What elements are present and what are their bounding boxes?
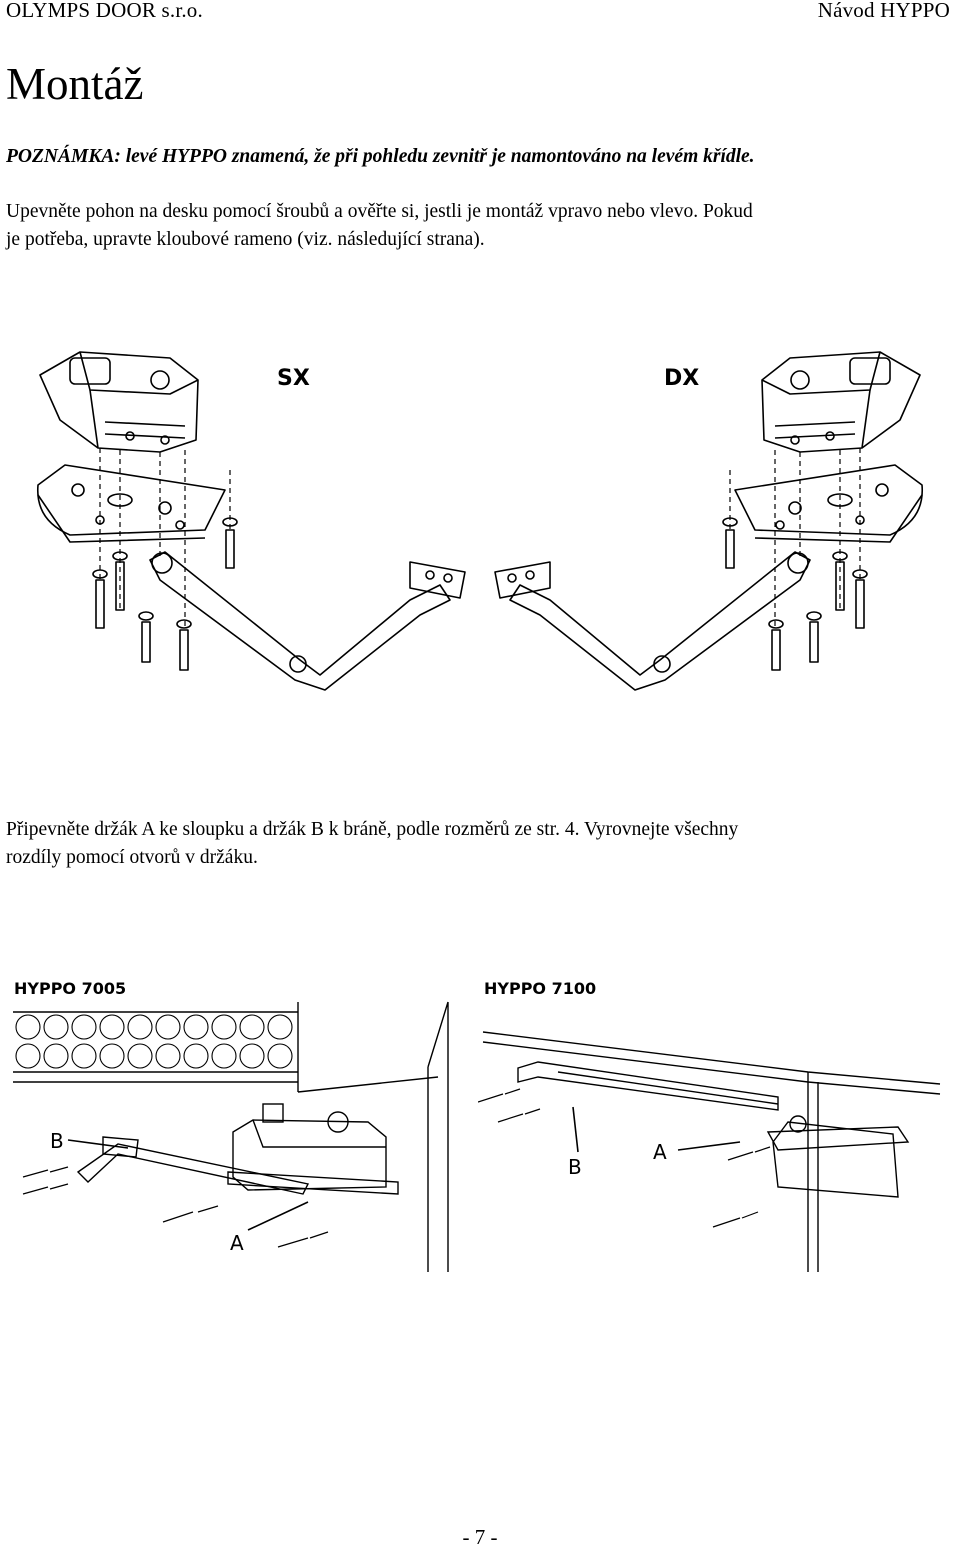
header-company: OLYMPS DOOR s.r.o.	[6, 0, 203, 22]
diagram-hyppo-7100: HYPPO 7100 B A	[478, 979, 941, 1272]
leader-lines-7005	[67, 1139, 309, 1231]
paragraph-line: Připevněte držák A ke sloupku a držák B …	[6, 819, 739, 840]
leader-lines-7100	[572, 1106, 741, 1153]
page-number: - 7 -	[462, 1525, 498, 1549]
mounting-plate-right	[734, 464, 923, 543]
screws-right	[722, 517, 868, 671]
gate-panel	[13, 1011, 298, 1083]
header-document-title: Návod HYPPO	[817, 0, 950, 22]
diagram-title-hyppo-7005: HYPPO 7005	[14, 979, 126, 998]
articulated-arm-right	[494, 551, 811, 691]
pillar	[297, 1001, 449, 1272]
label-bracket-a: A	[653, 1140, 667, 1164]
bracket-rail	[517, 1061, 779, 1111]
instruction-paragraph-brackets: Připevněte držák A ke sloupku a držák B …	[6, 816, 956, 871]
paragraph-line: Upevněte pohon na desku pomocí šroubů a …	[6, 201, 753, 222]
label-sx: SX	[277, 366, 310, 391]
paragraph-line: je potřeba, upravte kloubové rameno (viz…	[6, 228, 485, 250]
label-dx: DX	[664, 366, 699, 391]
diagram-hyppo-7005: HYPPO 7005 B A	[13, 979, 449, 1272]
motor-unit-right	[761, 351, 921, 453]
instruction-paragraph-mounting: Upevněte pohon na desku pomocí šroubů a …	[6, 198, 956, 253]
screws-left	[92, 517, 238, 671]
page-title: Montáž	[6, 59, 144, 109]
label-bracket-b: B	[50, 1129, 64, 1153]
label-bracket-b: B	[568, 1155, 582, 1179]
motor-hyppo-7005	[227, 1103, 399, 1195]
mounting-plate-left	[37, 464, 226, 543]
screws-hyppo-7005	[22, 1166, 329, 1248]
screws-hyppo-7100	[478, 1088, 771, 1228]
motor-unit-left	[39, 351, 199, 453]
gate-frame	[482, 1031, 941, 1272]
label-bracket-a: A	[230, 1231, 244, 1255]
diagram-title-hyppo-7100: HYPPO 7100	[484, 979, 596, 998]
note-left-hyppo: POZNÁMKA: levé HYPPO znamená, že při poh…	[6, 146, 755, 167]
paragraph-line: rozdíly pomocí otvorů v držáku.	[6, 846, 258, 868]
mounting-diagram-sx-dx: SX DX	[37, 351, 923, 691]
arm-hyppo-7005	[76, 1136, 310, 1195]
articulated-arm-left	[149, 551, 466, 691]
motor-hyppo-7100	[766, 1115, 910, 1198]
alignment-lines-left	[99, 448, 231, 630]
alignment-lines-right	[729, 448, 861, 630]
